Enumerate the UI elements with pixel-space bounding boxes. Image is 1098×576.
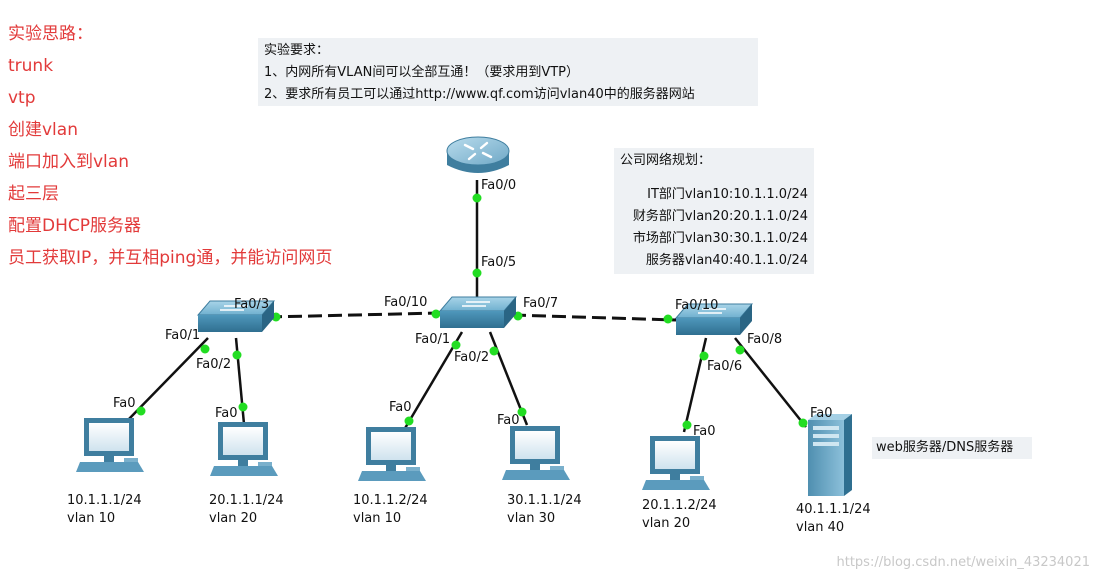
link-dot (431, 309, 441, 319)
requirement-item: 1、内网所有VLAN间可以全部互通！（要求用到VTP） (264, 65, 579, 80)
port-label-right-fa08: Fa0/8 (747, 332, 783, 347)
link-dot (472, 268, 482, 278)
host-vlan: vlan 30 (507, 511, 556, 526)
link-dot (489, 346, 499, 356)
requirement-item: 2、要求所有员工可以通过http://www.qf.com访问vlan40中的服… (264, 87, 695, 102)
pc1-icon[interactable] (76, 418, 144, 472)
port-label-pc1-fa0: Fa0 (113, 396, 136, 411)
steps-title: 实验思路： (8, 24, 93, 44)
host-vlan: vlan 10 (353, 511, 402, 526)
link-dot (136, 406, 146, 416)
step-item: 起三层 (8, 184, 59, 204)
step-item: trunk (8, 56, 54, 76)
link-left-pc1 (127, 337, 209, 421)
port-label-left-fa02: Fa0/2 (196, 357, 232, 372)
server-icon[interactable] (808, 414, 852, 496)
link-dot (663, 314, 673, 324)
pc4-icon[interactable] (502, 426, 570, 480)
host-ip: 10.1.1.2/24 (353, 493, 428, 508)
network-plan-title: 公司网络规划： (620, 153, 712, 168)
port-label-pc5-fa0: Fa0 (693, 424, 716, 439)
link-dot (735, 345, 745, 355)
link-dot (682, 420, 692, 430)
step-item: 员工获取IP，并互相ping通，并能访问网页 (8, 248, 333, 268)
link-right-server (734, 337, 807, 428)
port-label-core-fa01: Fa0/1 (415, 332, 451, 347)
port-label-left-fa03: Fa0/3 (234, 297, 270, 312)
link-dot (451, 340, 461, 350)
step-item: 端口加入到vlan (8, 152, 129, 172)
step-item: vtp (8, 88, 36, 108)
host-label-pc1: 10.1.1.1/24 vlan 10 (67, 492, 142, 528)
host-label-server: 40.1.1.1/24 vlan 40 (796, 501, 871, 537)
host-label-pc3: 10.1.1.2/24 vlan 10 (353, 492, 428, 528)
link-dot (404, 416, 414, 426)
network-plan-item: 服务器vlan40:40.1.1.0/24 (645, 253, 808, 268)
port-label-router-fa00: Fa0/0 (481, 178, 517, 193)
network-plan-item: 财务部门vlan20:20.1.1.0/24 (632, 209, 808, 224)
requirements-title: 实验要求： (264, 43, 330, 58)
pc5-icon[interactable] (642, 436, 710, 490)
port-label-core-fa05: Fa0/5 (481, 255, 517, 270)
switch-core-icon[interactable] (438, 296, 518, 328)
host-ip: 20.1.1.2/24 (642, 498, 717, 513)
watermark: https://blog.csdn.net/weixin_43234021 (836, 555, 1090, 570)
port-label-pc3-fa0: Fa0 (389, 400, 412, 415)
link-left-core (267, 311, 441, 319)
port-label-pc2-fa0: Fa0 (215, 406, 238, 421)
link-dot (232, 350, 242, 360)
host-ip: 30.1.1.1/24 (507, 493, 582, 508)
pc3-icon[interactable] (358, 427, 426, 481)
port-label-pc4-fa0: Fa0 (497, 413, 520, 428)
port-label-right-fa010: Fa0/10 (675, 298, 719, 313)
link-core-right (511, 313, 677, 322)
link-dot (517, 407, 527, 417)
network-plan-item: IT部门vlan10:10.1.1.0/24 (647, 187, 808, 202)
host-ip: 10.1.1.1/24 (67, 493, 142, 508)
requirements-box: 实验要求： 1、内网所有VLAN间可以全部互通！（要求用到VTP） 2、要求所有… (258, 38, 758, 106)
port-label-core-fa010: Fa0/10 (384, 295, 428, 310)
host-vlan: vlan 10 (67, 511, 116, 526)
port-label-core-fa07: Fa0/7 (523, 296, 559, 311)
pc2-icon[interactable] (210, 422, 278, 476)
host-label-pc5: 20.1.1.2/24 vlan 20 (642, 497, 717, 533)
network-plan-item: 市场部门vlan30:30.1.1.0/24 (632, 231, 808, 246)
port-label-core-fa02: Fa0/2 (454, 350, 490, 365)
link-dot (238, 402, 248, 412)
host-label-pc4: 30.1.1.1/24 vlan 30 (507, 492, 582, 528)
host-vlan: vlan 20 (209, 511, 258, 526)
network-plan-box: 公司网络规划： IT部门vlan10:10.1.1.0/24 财务部门vlan2… (614, 148, 814, 274)
switch-left-icon[interactable] (196, 300, 276, 332)
host-vlan: vlan 40 (796, 520, 845, 535)
link-dot (200, 344, 210, 354)
link-dot (798, 418, 808, 428)
host-label-pc2: 20.1.1.1/24 vlan 20 (209, 492, 284, 528)
host-vlan: vlan 20 (642, 516, 691, 531)
server-label: web服务器/DNS服务器 (872, 437, 1032, 459)
switch-right-icon[interactable] (674, 303, 754, 335)
port-label-server-fa0: Fa0 (810, 406, 833, 421)
link-dot (699, 351, 709, 361)
step-item: 配置DHCP服务器 (8, 216, 141, 236)
link-dot (472, 193, 482, 203)
link-core-pc3 (402, 331, 464, 431)
port-label-right-fa06: Fa0/6 (707, 359, 743, 374)
experiment-steps: 实验思路： trunk vtp 创建vlan 端口加入到vlan 起三层 配置D… (8, 18, 332, 274)
step-item: 创建vlan (8, 120, 78, 140)
host-ip: 40.1.1.1/24 (796, 502, 871, 517)
router-icon[interactable] (446, 136, 510, 173)
port-label-left-fa01: Fa0/1 (165, 328, 201, 343)
host-ip: 20.1.1.1/24 (209, 493, 284, 508)
